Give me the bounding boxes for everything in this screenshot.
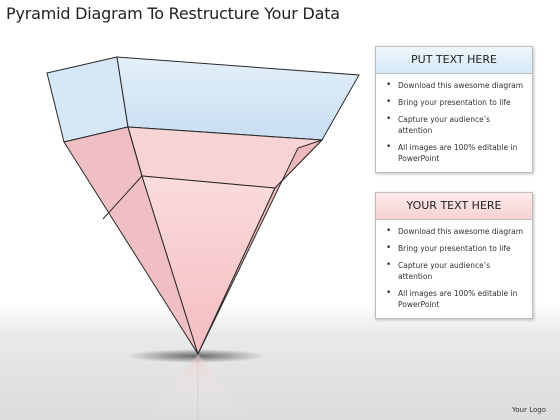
divider-line-left <box>102 175 143 220</box>
slide-title: Pyramid Diagram To Restructure Your Data <box>6 4 340 23</box>
text-panel-1: PUT TEXT HERE Download this awesome diag… <box>375 46 533 173</box>
panel-1-header: PUT TEXT HERE <box>376 47 532 74</box>
list-item: Capture your audience’s attention <box>384 260 526 282</box>
pyramid-reflection <box>150 354 250 420</box>
top-layer-front-face <box>116 56 360 141</box>
list-item: Bring your presentation to life <box>384 97 526 108</box>
list-item: All images are 100% editable in PowerPoi… <box>384 288 526 310</box>
list-item: Download this awesome diagram <box>384 80 526 91</box>
logo-placeholder: Your Logo <box>512 406 546 414</box>
list-item: All images are 100% editable in PowerPoi… <box>384 142 526 164</box>
list-item: Bring your presentation to life <box>384 243 526 254</box>
floor-shadow <box>126 349 266 363</box>
list-item: Download this awesome diagram <box>384 226 526 237</box>
panel-2-header: YOUR TEXT HERE <box>376 193 532 220</box>
panel-1-bullet-list: Download this awesome diagram Bring your… <box>376 74 532 172</box>
text-panel-2: YOUR TEXT HERE Download this awesome dia… <box>375 192 533 319</box>
lower-right-face <box>197 139 323 355</box>
inverted-pyramid-diagram <box>46 56 360 420</box>
top-layer-left-face <box>46 56 129 143</box>
list-item: Capture your audience’s attention <box>384 114 526 136</box>
panel-2-bullet-list: Download this awesome diagram Bring your… <box>376 220 532 318</box>
divider-line-inner <box>127 126 143 177</box>
